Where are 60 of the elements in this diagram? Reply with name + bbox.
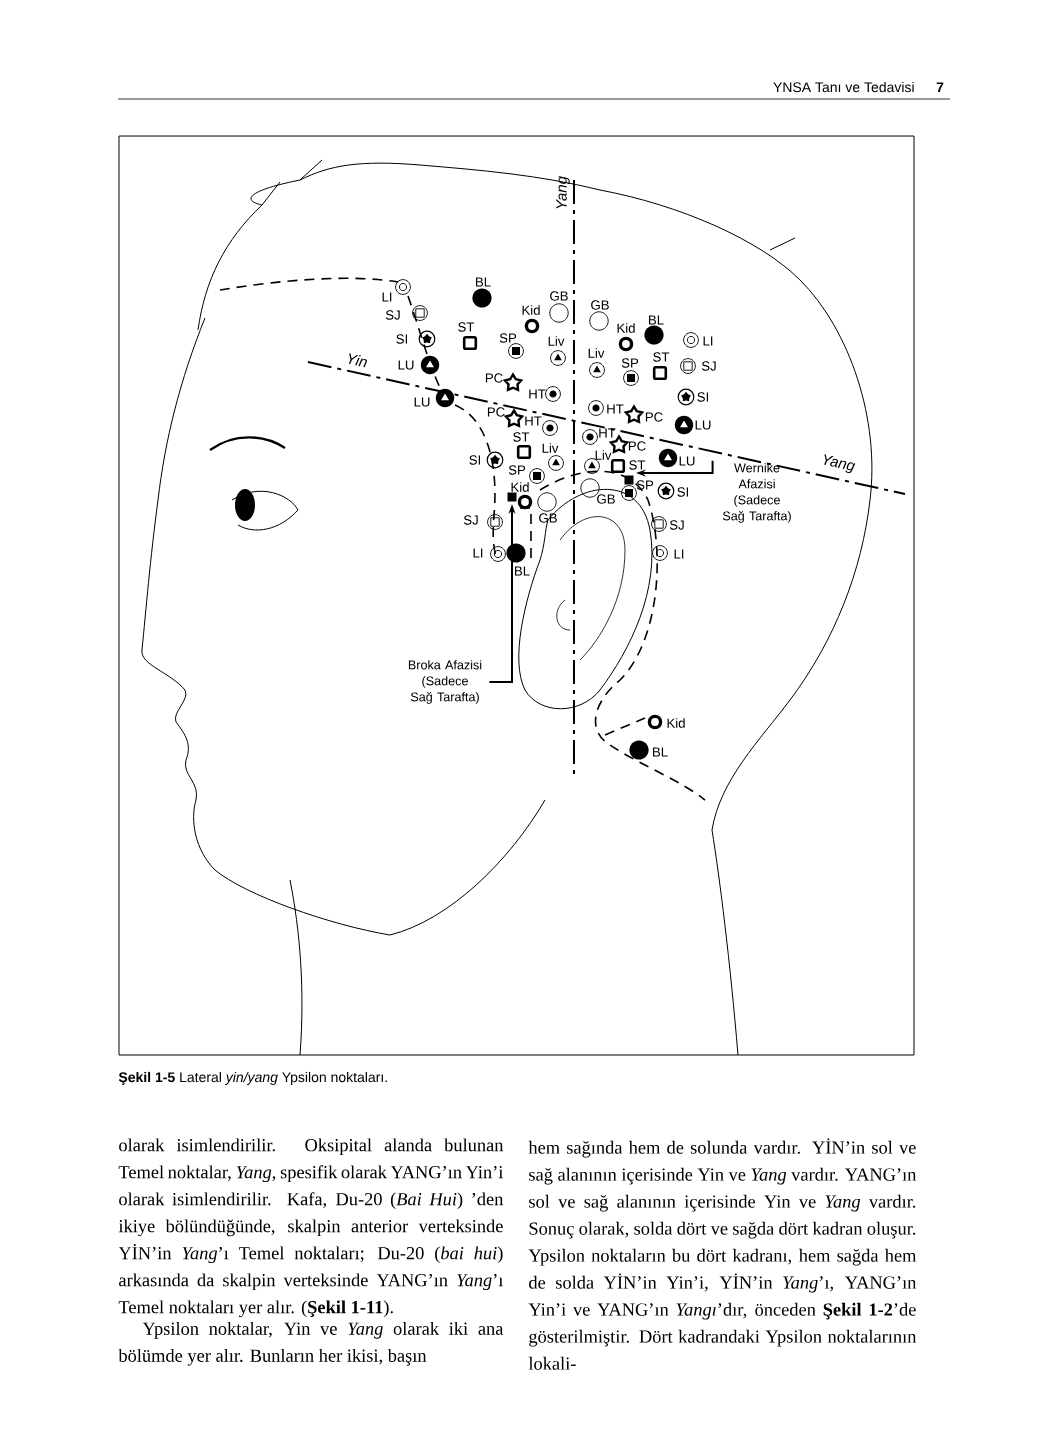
point-label: Liv: [595, 450, 612, 460]
point-label: ST: [653, 352, 670, 362]
point-label: SP: [621, 358, 639, 368]
point-label: SI: [469, 455, 480, 465]
point-label: LI: [703, 336, 713, 346]
point-label: Liv: [542, 443, 559, 453]
axis-label: Yang: [824, 454, 856, 474]
axis-label: Yang: [556, 176, 570, 209]
point-label: ST: [458, 322, 475, 332]
point-label: Kid: [617, 323, 635, 333]
target-marker: [624, 475, 634, 485]
point-label: BL: [515, 566, 530, 576]
point-label: HT: [607, 404, 624, 414]
point-label: LU: [414, 397, 430, 407]
point-label: SJ: [463, 515, 478, 525]
point-label: Liv: [548, 336, 565, 346]
point-label: HT: [525, 416, 542, 426]
point-label: Kid: [522, 305, 540, 315]
point-label: PC: [487, 407, 505, 417]
point-label: SI: [396, 334, 407, 344]
point-label: LU: [679, 456, 695, 466]
point-label: LI: [674, 549, 684, 559]
body-paragraph: hem sağında hem de solunda vardır. YİN’in sol ve sağ alanının içerisinde Yin ve Yang vardır. YANG’ın sol ve sağ alanının içerisinde Yin ve Yang vardır. Sonuç olarak, solda dört ve sağda dört kadran oluşur. Ypsilon noktaların bu dört kadranı, hem sağda hem de solda YİN’in Yin’i, YİN’in Yang’ı, YANG’ın Yin’i ve YANG’ın Yangı’dır, önceden Şekil 1-2’de gösterilmiştir. Dört kadrandaki Ypsilon noktalarının lokali-: [528, 1138, 917, 1370]
point-label: Kid: [511, 482, 529, 492]
point-label: GB: [597, 494, 615, 504]
figure-caption: Şekil 1-5 Lateral yin/yang Ypsilon noktaları.: [118, 1071, 387, 1085]
point-label: ST: [513, 432, 530, 442]
point-label: SI: [677, 487, 688, 497]
point-label: SJ: [701, 361, 716, 371]
annotation-text: Broka Afazisi (Sadece Sağ Tarafta): [408, 660, 482, 704]
body-paragraph: olarak isimlendirilir. Oksipital alanda bulunan Temel noktalar, Yang, spesifik olarak YANG’ın Yin’i olarak isimlendirilir. Kafa, Du-20 (Bai Hui) ’den ikiye bölündüğünde, skalpin anterior verteksinde YİN’in Yang’ı Temel noktaları; Du-20 (bai hui) arkasında da skalpin verteksinde YANG’ın Yang’ı Temel noktaları yer alır. (Şekil 1-11).: [118, 1138, 504, 1318]
target-marker: [507, 492, 517, 502]
point-label: SJ: [669, 520, 684, 530]
point-label: Liv: [588, 348, 605, 358]
point-label: GB: [550, 291, 568, 301]
point-label: BL: [653, 747, 668, 757]
point-label: BL: [649, 315, 664, 325]
point-label: ST: [629, 460, 646, 470]
point-label: SP: [499, 333, 517, 343]
point-label: LU: [695, 420, 711, 430]
body-paragraph: Ypsilon noktalar, Yin ve Yang olarak iki ana bölümde yer alır. Bunların her ikisi, başın: [118, 1321, 504, 1366]
point-label: SP: [636, 480, 654, 490]
point-label: GB: [591, 300, 609, 310]
point-label: LI: [473, 548, 483, 558]
point-label: PC: [485, 373, 503, 383]
point-label: SI: [697, 392, 708, 402]
running-header: YNSA Tanı ve Tedavisi: [773, 81, 914, 93]
point-label: Kid: [667, 718, 685, 728]
point-label: BL: [476, 277, 491, 287]
point-label: HT: [529, 389, 546, 399]
point-label: LU: [398, 360, 414, 370]
point-label: GB: [539, 513, 557, 523]
point-label: SJ: [385, 310, 400, 320]
annotation-text: Wernike Afazisi (Sadece Sağ Tarafta): [722, 463, 791, 523]
point-label: PC: [645, 412, 663, 422]
point-label: LI: [382, 292, 392, 302]
point-label: SP: [508, 465, 526, 475]
axis-label: Yin: [348, 353, 367, 368]
page-number: 7: [936, 82, 944, 92]
point-label: PC: [628, 441, 646, 451]
